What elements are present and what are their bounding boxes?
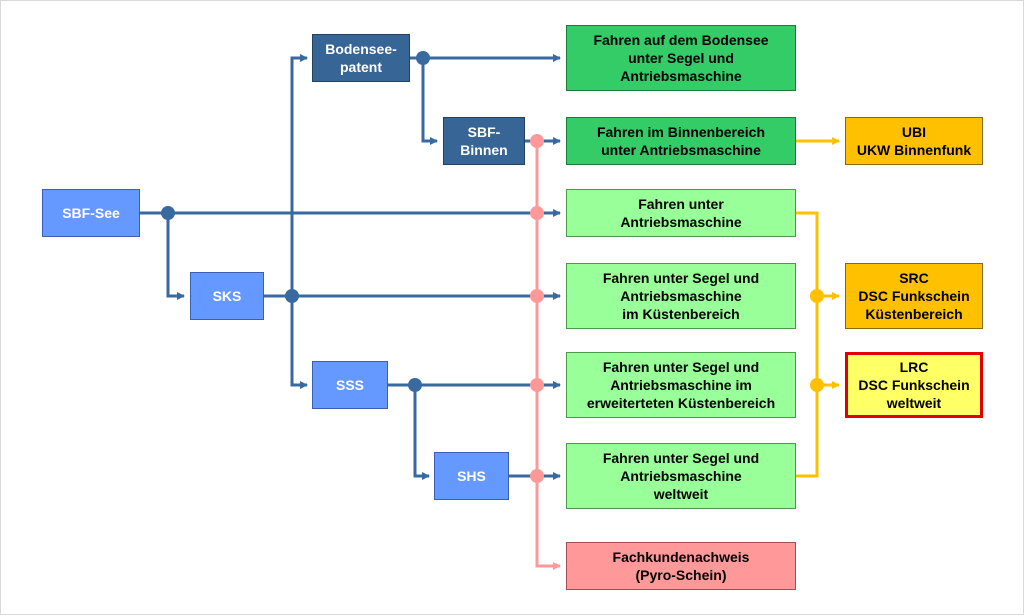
junction-dot: [530, 289, 544, 303]
edge-sks-bodensee: [290, 54, 308, 296]
pyro-connectors: [530, 134, 561, 570]
edge-merge-yellow: [796, 211, 819, 478]
edge-sbfsee-sks: [166, 213, 185, 300]
edge-bodensee-sbfbinnen: [421, 58, 438, 145]
junction-dot: [530, 206, 544, 220]
node-label: UBI UKW Binnenfunk: [856, 124, 972, 158]
node-label: Fahren unter Segel und Antriebsmaschine …: [602, 450, 760, 502]
junction-dot: [530, 469, 544, 483]
junction-dot: [161, 206, 175, 220]
licence-connectors: [140, 51, 561, 480]
node-label: Bodensee- patent: [325, 41, 397, 75]
result-weltweit: Fahren unter Segel und Antriebsmaschine …: [566, 443, 796, 509]
node-label: Fachkundenachweis (Pyro-Schein): [612, 549, 750, 583]
edge-pyro-trunk: [535, 141, 561, 570]
result-bodensee: Fahren auf dem Bodensee unter Segel und …: [566, 25, 796, 91]
edge-sks-sss: [290, 296, 308, 389]
result-antriebsmaschine: Fahren unter Antriebsmaschine: [566, 189, 796, 237]
node-label: SRC DSC Funkschein Küstenbereich: [858, 270, 970, 322]
node-label: Fahren auf dem Bodensee unter Segel und …: [593, 32, 769, 84]
node-label: SBF-See: [62, 205, 120, 221]
node-sbf-see: SBF-See: [42, 189, 140, 237]
node-label: SSS: [335, 377, 364, 393]
junction-dot: [416, 51, 430, 65]
node-sss: SSS: [312, 361, 388, 409]
result-pyro-schein: Fachkundenachweis (Pyro-Schein): [566, 542, 796, 590]
node-label: Fahren unter Segel und Antriebsmaschine …: [602, 270, 760, 322]
radio-ubi: UBI UKW Binnenfunk: [845, 117, 983, 165]
junction-dot: [530, 134, 544, 148]
radio-src: SRC DSC Funkschein Küstenbereich: [845, 263, 983, 329]
result-binnenbereich: Fahren im Binnenbereich unter Antriebsma…: [566, 117, 796, 165]
node-label: Fahren im Binnenbereich unter Antriebsma…: [596, 124, 766, 158]
node-label: SHS: [457, 468, 486, 484]
node-label: SBF- Binnen: [460, 124, 508, 158]
node-label: SKS: [212, 288, 242, 304]
node-shs: SHS: [434, 452, 509, 500]
junction-dot: [810, 378, 824, 392]
node-sbf-binnen: SBF- Binnen: [443, 117, 525, 165]
junction-dot: [530, 378, 544, 392]
result-kuestenbereich: Fahren unter Segel und Antriebsmaschine …: [566, 263, 796, 329]
junction-dot: [408, 378, 422, 392]
junction-dot: [285, 289, 299, 303]
node-sks: SKS: [190, 272, 264, 320]
junction-dot: [810, 289, 824, 303]
radio-lrc: LRC DSC Funkschein weltweit: [845, 352, 983, 418]
edge-sss-shs: [413, 385, 430, 480]
result-erweiterter-kuestenbereich: Fahren unter Segel und Antriebsmaschine …: [566, 352, 796, 418]
node-label: Fahren unter Antriebsmaschine: [620, 196, 742, 230]
radio-connectors: [796, 137, 840, 478]
node-label: Fahren unter Segel und Antriebsmaschine …: [586, 359, 776, 411]
node-bodenseepatent: Bodensee- patent: [312, 34, 410, 82]
node-label: LRC DSC Funkschein weltweit: [858, 359, 970, 411]
